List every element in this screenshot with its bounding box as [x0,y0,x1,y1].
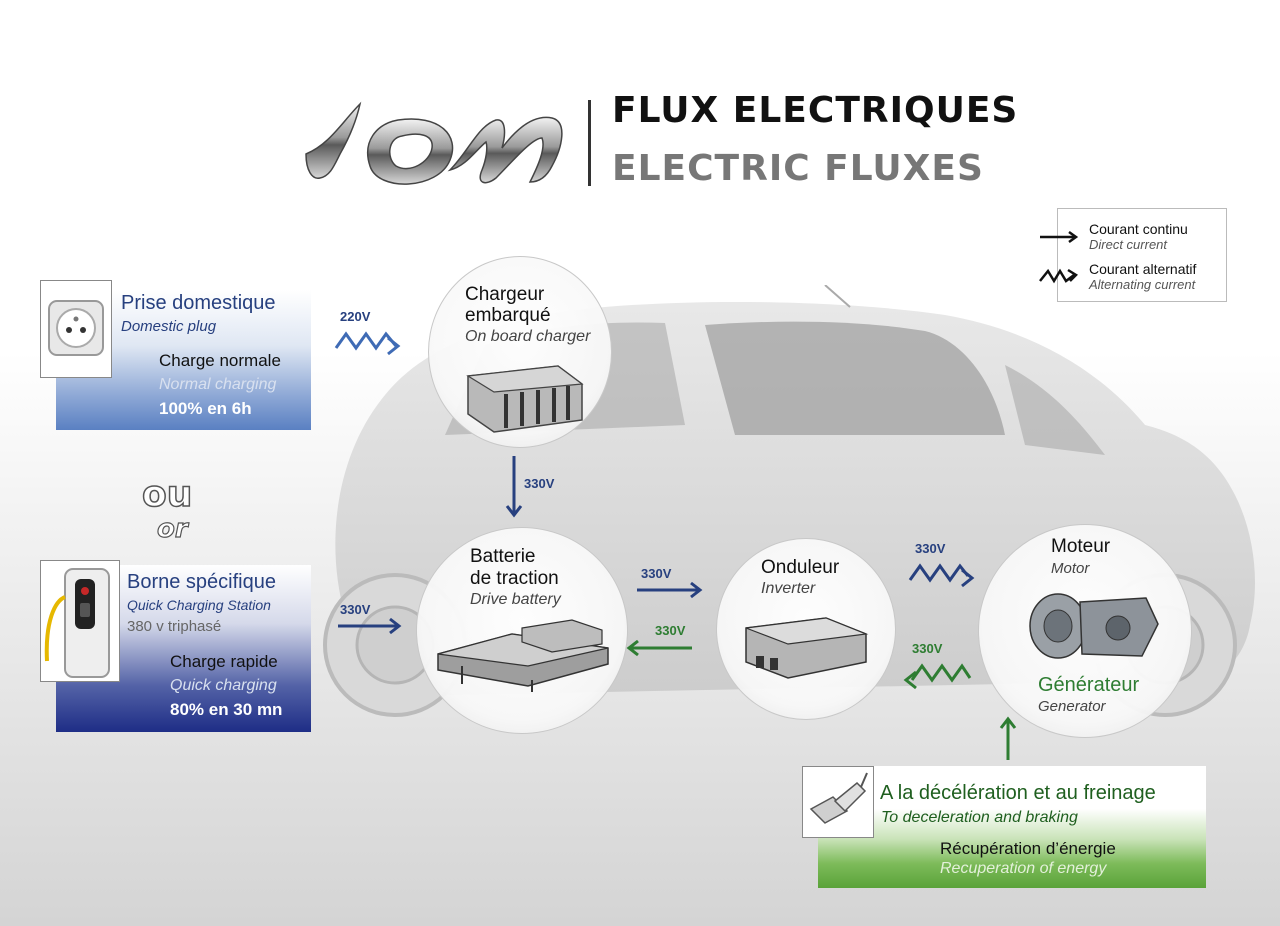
ac-arrow-plug-icon [334,331,401,356]
battery-name-1: Batterie [470,546,536,567]
battery-pack-icon [437,619,609,692]
normal-charge-fr: Charge normale [159,351,281,370]
inverter-name-en: Inverter [761,580,816,597]
title-divider [588,100,591,186]
voltage-station-in: 330V [340,602,371,617]
voltage-inverter-battery: 330V [655,623,686,638]
ac-arrow-inverter-motor-icon [908,563,975,588]
voltage-motor-inverter: 330V [912,641,943,656]
legend-box: Courant continu Direct current Courant a… [1039,208,1227,302]
separator-ou: ou [141,473,193,516]
logo-text: iOn [440,193,442,195]
station-spec: 380 v triphasé [127,618,222,635]
legend-ac-en: Alternating current [1089,277,1196,292]
quick-charge-en: Quick charging [170,677,277,694]
dc-arrow-inverter-battery-icon [626,639,692,657]
ion-logo: iOn [305,101,563,195]
socket-icon [48,300,104,356]
dc-arrow-icon [1040,230,1079,244]
ac-arrow-motor-inverter-icon [903,663,972,690]
generator-name-fr: Générateur [1038,674,1140,696]
brake-pedal-icon [809,772,868,824]
battery-name-en: Drive battery [470,591,561,608]
battery-name-2: de traction [470,568,559,589]
motor-unit-icon [1029,593,1159,659]
up-arrow-braking-icon [999,716,1017,760]
title-english: ELECTRIC FLUXES [612,148,984,189]
voltage-charger-battery: 330V [524,476,555,491]
motor-name-en: Motor [1051,560,1090,577]
inverter-name-fr: Onduleur [761,557,840,578]
plug-icon-box [40,280,112,378]
charger-unit-icon [466,365,584,433]
recuperation-fr: Récupération d’énergie [940,839,1116,858]
braking-title-en: To deceleration and braking [881,809,1078,826]
normal-charge-en: Normal charging [159,376,277,393]
station-title-fr: Borne spécifique [127,571,276,593]
motor-name-fr: Moteur [1051,536,1111,557]
charger-name-1: Chargeur [465,284,545,305]
dc-arrow-charger-battery-icon [505,456,523,518]
recuperation-panel [818,766,1206,888]
inverter-unit-icon [745,617,869,679]
title-french: FLUX ELECTRIQUES [612,90,1019,131]
domestic-title-fr: Prise domestique [121,292,276,314]
voltage-inverter-motor: 330V [915,541,946,556]
normal-charge-time: 100% en 6h [159,399,252,418]
generator-name-en: Generator [1038,698,1106,715]
separator-or: or [156,513,188,544]
quick-charge-time: 80% en 30 mn [170,700,283,719]
dc-arrow-battery-inverter-icon [637,581,703,599]
voltage-battery-inverter: 330V [641,566,672,581]
charging-station-icon [44,568,110,678]
braking-title-fr: A la décélération et au freinage [880,782,1156,804]
voltage-plug-in: 220V [340,309,371,324]
ac-arrow-icon [1039,268,1078,284]
recuperation-en: Recuperation of energy [940,860,1107,877]
pedal-icon-box [802,766,874,838]
legend-dc-en: Direct current [1089,237,1168,252]
station-icon-box [40,560,120,682]
domestic-title-en: Domestic plug [121,318,217,335]
dc-arrow-station-icon [338,617,402,635]
legend-ac-fr: Courant alternatif [1089,261,1197,277]
quick-charge-fr: Charge rapide [170,652,278,671]
charger-name-en: On board charger [465,328,591,345]
charger-name-2: embarqué [465,305,551,326]
legend-dc-fr: Courant continu [1089,221,1188,237]
station-title-en: Quick Charging Station [127,597,271,613]
